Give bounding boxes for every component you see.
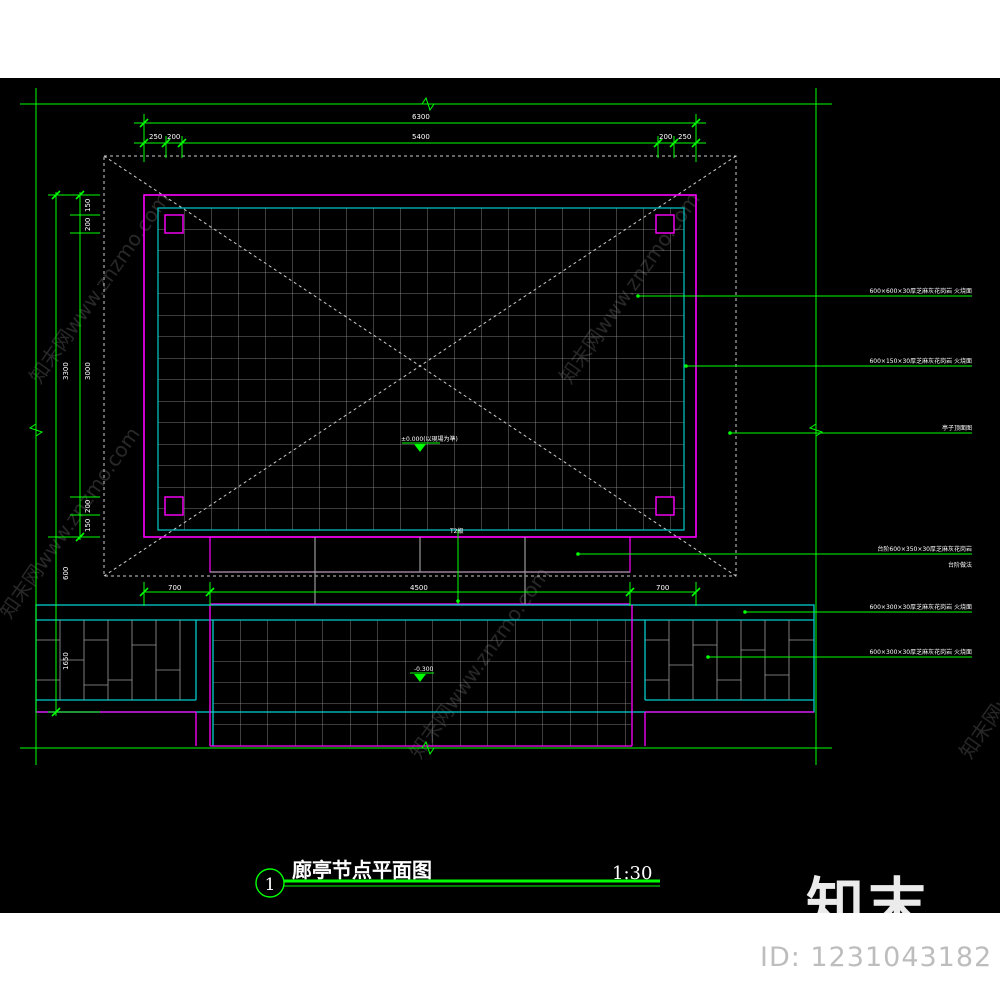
dim-left-d4: 3000	[84, 362, 92, 380]
dim-left-d3: 3300	[62, 362, 70, 380]
brand-logo: 知末	[806, 871, 931, 939]
level-mark-upper: ±0.000(以現場为準)	[401, 435, 458, 452]
watermark-text: 知末网www.znzmo.com	[0, 423, 145, 623]
dim-left-d1: 150	[84, 199, 92, 212]
detail-number: 1	[265, 875, 276, 895]
dim-mid-center: 4500	[410, 584, 428, 592]
annotation-1: 600×600×30厚芝麻灰花岗岩 火烧面	[869, 287, 972, 295]
annotation-6: 600×300×30厚芝麻灰花岗岩 火烧面	[869, 603, 972, 611]
step-label: T2級	[449, 527, 463, 535]
cad-canvas: 知末网www.znzmo.com 知末网www.znzmo.com 知末网www…	[0, 78, 1000, 913]
annotation-3: 亭子顶面图	[942, 424, 972, 432]
column	[164, 496, 184, 516]
dimension-text: 6300 250 200 5400 200 250 700 4500 700 1…	[62, 113, 691, 670]
leader-lines	[578, 295, 972, 658]
dimension-lines	[20, 88, 832, 765]
dim-overall-width: 6300	[412, 113, 430, 121]
dimension-ticks	[51, 118, 701, 717]
drawing-title: 廊亭节点平面图	[292, 858, 432, 882]
column	[164, 214, 184, 234]
watermark-text: 知末网www.znzmo.com	[954, 563, 1000, 763]
detail-circle	[255, 868, 285, 898]
column-group	[164, 214, 675, 516]
annotation-4: 台阶600×350×30厚芝麻灰花岗岩	[877, 545, 972, 553]
annotation-5: 台阶做法	[948, 561, 972, 569]
dim-top-main: 5400	[412, 133, 430, 141]
dim-left-d2: 200	[84, 218, 92, 231]
steps	[209, 536, 631, 605]
drawing-scale: 1:30	[612, 863, 652, 884]
side-paving	[36, 620, 814, 700]
dim-mid-left: 700	[168, 584, 181, 592]
dim-top-s1: 250	[149, 133, 162, 141]
break-marks	[28, 96, 824, 756]
dim-left-d5: 200	[84, 500, 92, 513]
column	[655, 496, 675, 516]
watermark-text: 知末网www.znzmo.com	[24, 188, 174, 388]
dim-left-d8: 1650	[62, 652, 70, 670]
annotation-7: 600×300×30厚芝麻灰花岗岩 火烧面	[869, 648, 972, 656]
title-block: 1 廊亭节点平面图 1:30	[255, 858, 660, 898]
lower-paving	[213, 620, 631, 746]
level-upper-text: ±0.000(以現場为準)	[401, 435, 458, 443]
dim-mid-right: 700	[656, 584, 669, 592]
annotation-text: 600×600×30厚芝麻灰花岗岩 火烧面 600×150×30厚芝麻灰花岗岩 …	[869, 287, 972, 656]
dim-top-s3: 200	[659, 133, 672, 141]
column	[655, 214, 675, 234]
leader-dots	[456, 294, 747, 659]
dim-left-d6: 150	[84, 519, 92, 532]
dim-top-s4: 250	[678, 133, 691, 141]
dim-left-d7: 600	[62, 567, 70, 580]
level-mark-lower: -0.300	[410, 666, 434, 682]
annotation-2: 600×150×30厚芝麻灰花岗岩 火烧面	[869, 357, 972, 365]
platform-grid	[158, 208, 684, 530]
image-id: ID: 1231043182	[760, 942, 993, 973]
cad-drawing: 知末网www.znzmo.com 知末网www.znzmo.com 知末网www…	[0, 88, 1000, 898]
platform-border	[157, 207, 685, 531]
level-lower-text: -0.300	[414, 666, 434, 673]
dim-top-s2: 200	[167, 133, 180, 141]
